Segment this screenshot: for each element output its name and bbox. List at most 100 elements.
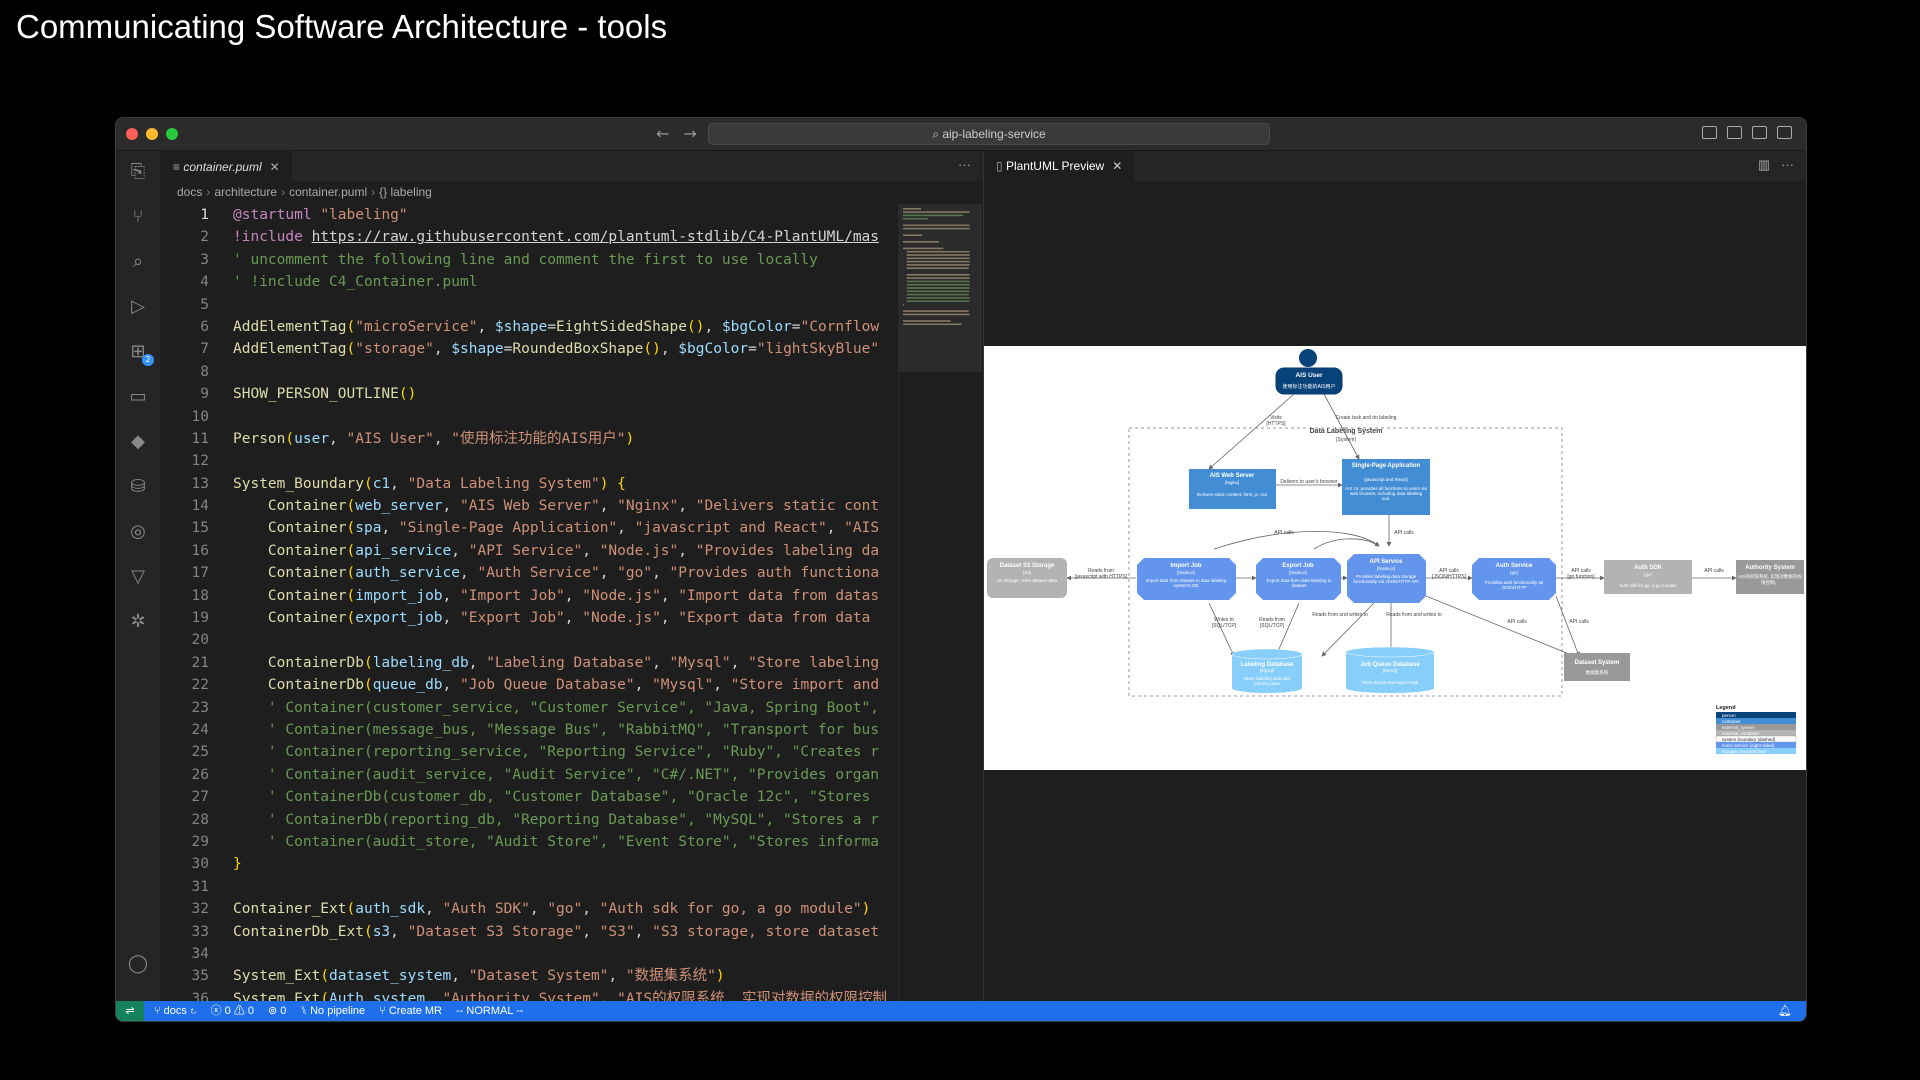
code-line[interactable]: 1@startuml "labeling": [161, 204, 896, 226]
close-icon[interactable]: ✕: [1112, 159, 1123, 173]
code-text: AddElementTag("microService", $shape=Eig…: [233, 318, 880, 335]
code-line[interactable]: 12: [161, 450, 896, 472]
toggle-secondary-sidebar-icon[interactable]: [1752, 126, 1767, 139]
code-line[interactable]: 29 ' Container(audit_store, "Audit Store…: [161, 831, 896, 853]
rel-readwrite-1: Reads from and writes to: [1312, 612, 1368, 618]
breadcrumb-item[interactable]: architecture: [214, 185, 278, 199]
slide-title: Communicating Software Architecture - to…: [16, 8, 668, 45]
code-line[interactable]: 28 ' ContainerDb(reporting_db, "Reportin…: [161, 809, 896, 831]
database-icon[interactable]: ⛁: [130, 475, 146, 497]
breadcrumb-item[interactable]: {} labeling: [379, 185, 432, 199]
code-line[interactable]: 27 ' ContainerDb(customer_db, "Customer …: [161, 786, 896, 808]
split-editor-icon[interactable]: ▥ ···: [1757, 157, 1794, 172]
extensions-icon[interactable]: ⊞2: [126, 339, 154, 366]
minimap-line: [906, 277, 970, 279]
docker-icon[interactable]: ◆: [131, 430, 145, 452]
code-line[interactable]: 20: [161, 629, 896, 651]
tab-container-puml[interactable]: ≡ container.puml✕: [161, 151, 292, 182]
run-debug-icon[interactable]: ▷: [131, 295, 145, 317]
search-icon[interactable]: ⌕: [132, 250, 144, 272]
code-editor[interactable]: 1@startuml "labeling"2!include https://r…: [161, 204, 896, 1001]
extensions-badge: 2: [142, 354, 154, 366]
problems-status[interactable]: ⓧ 0 ⚠ 0: [211, 1001, 254, 1021]
code-line[interactable]: 14 Container(web_server, "AIS Web Server…: [161, 495, 896, 517]
notification-bell-icon[interactable]: 🔔︎: [1778, 1005, 1792, 1017]
code-line[interactable]: 4' !include C4_Container.puml: [161, 271, 896, 293]
minimap[interactable]: [898, 204, 982, 1001]
code-line[interactable]: 5: [161, 294, 896, 316]
code-line[interactable]: 34: [161, 943, 896, 965]
ports-status[interactable]: ⊚ 0: [268, 1001, 286, 1021]
labeling-db-node: Labeling Database [Mysql] Store labeling…: [1231, 648, 1303, 693]
toggle-panel-icon[interactable]: [1727, 126, 1742, 139]
code-line[interactable]: 10: [161, 406, 896, 428]
zoom-window-button[interactable]: [166, 128, 178, 140]
vim-mode: -- NORMAL --: [456, 1005, 524, 1017]
breadcrumb-item[interactable]: container.puml: [289, 185, 368, 199]
pipeline-status[interactable]: ⑊ No pipeline: [300, 1001, 365, 1021]
toggle-primary-sidebar-icon[interactable]: [1702, 126, 1717, 139]
code-line[interactable]: 25 ' Container(reporting_service, "Repor…: [161, 741, 896, 763]
web-server-node: AIS Web Server [Nginx] Delivers static c…: [1189, 469, 1276, 509]
minimap-line: [906, 264, 970, 266]
system-boundary: [1128, 427, 1563, 697]
remote-explorer-icon[interactable]: ▭: [129, 385, 147, 407]
forward-arrow-icon[interactable]: →: [683, 124, 697, 143]
gitlens-icon[interactable]: ◎: [130, 520, 146, 542]
code-text: ' ContainerDb(reporting_db, "Reporting D…: [233, 811, 880, 828]
code-line[interactable]: 26 ' Container(audit_service, "Audit Ser…: [161, 764, 896, 786]
breadcrumb-item[interactable]: docs: [177, 185, 203, 199]
back-arrow-icon[interactable]: ←: [656, 124, 670, 143]
rel-readwrite-2: Reads from and writes to: [1386, 612, 1442, 618]
code-line[interactable]: 17 Container(auth_service, "Auth Service…: [161, 562, 896, 584]
code-line[interactable]: 2!include https://raw.githubusercontent.…: [161, 226, 896, 248]
gitlab-icon[interactable]: ▽: [131, 565, 145, 587]
minimize-window-button[interactable]: [146, 128, 158, 140]
create-mr-status[interactable]: ⑂ Create MR: [379, 1001, 442, 1021]
code-line[interactable]: 23 ' Container(customer_service, "Custom…: [161, 697, 896, 719]
close-window-button[interactable]: [126, 128, 138, 140]
preview-tab-label: PlantUML Preview: [1005, 159, 1105, 173]
code-line[interactable]: 30}: [161, 853, 896, 875]
code-line[interactable]: 8: [161, 361, 896, 383]
remote-indicator-icon[interactable]: ⇌: [116, 1001, 144, 1021]
tab-plantuml-preview[interactable]: ▯ PlantUML Preview✕: [984, 151, 1135, 181]
code-line[interactable]: 16 Container(api_service, "API Service",…: [161, 540, 896, 562]
code-line[interactable]: 19 Container(export_job, "Export Job", "…: [161, 607, 896, 629]
code-line[interactable]: 24 ' Container(message_bus, "Message Bus…: [161, 719, 896, 741]
command-center[interactable]: ⌕ aip-labeling-service: [708, 123, 1270, 145]
line-number: 7: [200, 341, 209, 358]
customize-layout-icon[interactable]: [1777, 126, 1792, 139]
code-text: @startuml "labeling": [233, 207, 408, 223]
close-icon[interactable]: ✕: [269, 160, 280, 174]
code-line[interactable]: 3' uncomment the following line and comm…: [161, 249, 896, 271]
minimap-slider[interactable]: [899, 204, 982, 372]
line-number: 10: [191, 408, 209, 425]
code-line[interactable]: 31: [161, 876, 896, 898]
kubernetes-icon[interactable]: ✲: [130, 610, 146, 632]
status-bar: ⇌ ⑂ docs ↻ ⓧ 0 ⚠ 0 ⊚ 0 ⑊ No pipeline ⑂ C…: [116, 1001, 1806, 1021]
code-line[interactable]: 18 Container(import_job, "Import Job", "…: [161, 585, 896, 607]
code-line[interactable]: 22 ContainerDb(queue_db, "Job Queue Data…: [161, 674, 896, 696]
import-job-node: Import Job [Node.js] Import data from da…: [1137, 558, 1236, 600]
branch-status[interactable]: ⑂ docs ↻: [154, 1005, 197, 1017]
account-icon[interactable]: ◯: [127, 952, 149, 974]
node-desc: Auth sdk for go, a go module: [1619, 583, 1677, 588]
more-actions-icon[interactable]: ···: [958, 157, 971, 172]
explorer-icon[interactable]: ⎘: [130, 160, 146, 182]
layout-controls: [1702, 126, 1792, 139]
source-control-icon[interactable]: ⑂: [132, 205, 144, 227]
code-line[interactable]: 15 Container(spa, "Single-Page Applicati…: [161, 517, 896, 539]
rel-visits-tech: [HTTPS]: [1266, 421, 1286, 427]
code-line[interactable]: 21 ContainerDb(labeling_db, "Labeling Da…: [161, 652, 896, 674]
line-number: 13: [191, 475, 209, 492]
